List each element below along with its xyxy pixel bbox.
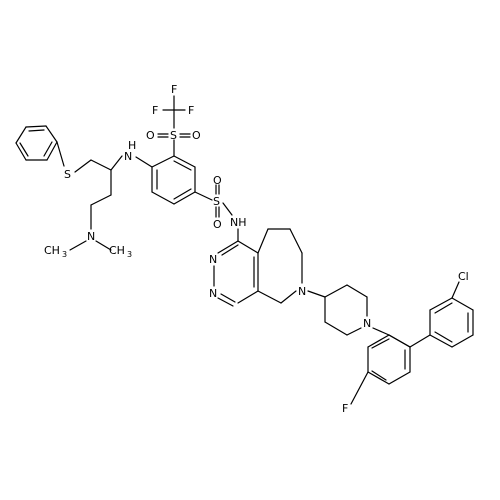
piperidine-ring <box>324 284 368 336</box>
bond-ch2-ch2 <box>90 194 112 206</box>
tetrahydropyridine-ring <box>257 228 303 304</box>
bond-s-ch2 <box>74 159 92 173</box>
atom-n-pyr-bottom: N <box>209 287 217 300</box>
bond-ph-s <box>56 141 65 167</box>
atom-f1: F <box>171 83 177 96</box>
atom-s-thioether: S <box>64 168 71 181</box>
fluorophenyl-ring <box>367 334 411 385</box>
bond-n-piperidine <box>307 290 326 298</box>
atom-o2: O <box>192 129 201 142</box>
atom-n-amine: N <box>124 150 132 163</box>
atom-f-aryl: F <box>342 402 348 415</box>
bond-n-ch3-left <box>69 240 87 251</box>
bond-chiral-nh <box>110 155 123 171</box>
chlorophenyl-ring <box>429 297 474 348</box>
atom-f3: F <box>188 104 194 117</box>
atom-s-cf3: S <box>170 129 177 142</box>
atom-n-piperidine: N <box>363 317 371 330</box>
central-benzene-ring <box>151 155 196 205</box>
atom-ch3-left-sub: 3 <box>62 250 67 259</box>
bond-benzene-so2nh <box>194 191 213 201</box>
atom-o4: O <box>213 218 222 231</box>
bond-aryl-f <box>350 371 369 405</box>
atom-ch3-left: CH <box>44 244 60 257</box>
phenyl-ring-thio <box>15 125 58 161</box>
bond-s-nh <box>222 202 233 216</box>
atom-h-amine: H <box>128 139 136 152</box>
atom-f2: F <box>152 104 158 117</box>
bond-biaryl <box>409 334 431 348</box>
atom-n-pyr-top: N <box>209 253 217 266</box>
atom-nh-sulfonamide: NH <box>230 216 247 229</box>
bond-aryl-cl <box>451 281 460 299</box>
atom-cl: Cl <box>458 270 469 283</box>
atom-ch3-right-sub: 3 <box>127 250 132 259</box>
bond-ch2-chiral <box>90 159 112 171</box>
atom-o1: O <box>146 129 155 142</box>
atom-ch3-right: CH <box>109 244 125 257</box>
atom-s-sulfonamide: S <box>213 195 220 208</box>
atom-o3: O <box>213 174 222 187</box>
bond-n-ch2-benzyl <box>372 327 390 336</box>
bond-n-ch3-right <box>95 240 112 251</box>
pyrimidine-ring <box>213 240 259 307</box>
atom-n-bicyclic: N <box>298 285 306 298</box>
atom-n-dimethyl: N <box>87 230 95 243</box>
bond-nh-benzene <box>135 156 153 168</box>
